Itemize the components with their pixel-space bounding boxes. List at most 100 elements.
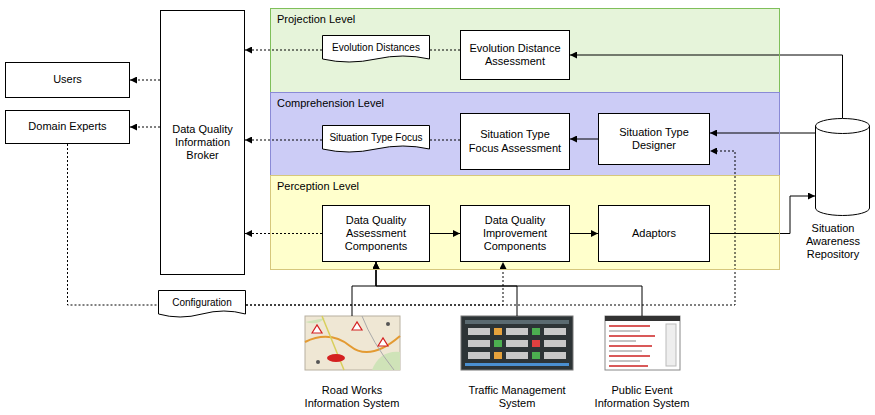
map-illustration [305, 316, 400, 370]
level-band: Perception LevelData Quality Assessment … [270, 175, 780, 270]
list-illustration [605, 316, 680, 370]
node-label: Situation Type Designer [603, 126, 705, 152]
list-line [609, 365, 648, 367]
screen-row [468, 328, 490, 335]
screen-row [494, 328, 502, 335]
connector [710, 133, 815, 134]
node-label: Situation Type Focus Assessment [465, 128, 565, 154]
node-label: Data Quality Information Broker [165, 123, 240, 163]
connector [245, 140, 322, 141]
process-box: Data Quality Improvement Components [460, 205, 570, 262]
document-outline-path [323, 36, 430, 63]
connector [352, 262, 376, 316]
process-box: Domain Experts [5, 110, 130, 144]
screen-row [468, 340, 490, 347]
connector [570, 139, 598, 140]
map-area [372, 352, 400, 370]
map-warning [352, 322, 362, 330]
list-line [609, 335, 655, 337]
screen-row [532, 352, 540, 359]
band-title: Projection Level [277, 13, 355, 26]
source-system: Public Event Information System [586, 316, 698, 410]
screen-illustration [461, 316, 573, 370]
screen-row [544, 340, 566, 347]
cylinder-rim [816, 126, 870, 133]
cylinder-body [816, 119, 870, 216]
level-band: Projection LevelEvolution Distances Evolu… [270, 8, 780, 93]
process-box: Data Quality Information Broker [160, 10, 245, 275]
list-line [609, 361, 640, 362]
band-fills [270, 8, 780, 270]
document-shape: Situation Type Focus [322, 125, 430, 155]
band-fill [270, 92, 780, 176]
list-line [609, 341, 636, 342]
node-label: Public Event Information System [590, 384, 694, 410]
process-box: Evolution Distance Assessment [460, 30, 570, 80]
database-cylinder: Situation Awareness Repository [795, 118, 871, 262]
screen-bar [465, 320, 569, 324]
node-label: Situation Type Focus [326, 132, 426, 144]
node-label: Road Works Information System [300, 384, 404, 410]
connector [245, 50, 322, 51]
screen-row [506, 352, 528, 359]
document-shape: Evolution Distances [322, 35, 430, 65]
list-header [605, 316, 680, 321]
connector [130, 80, 160, 81]
connector [68, 144, 159, 305]
node-label: Data Quality Assessment Components [327, 214, 425, 254]
node-label: Domain Experts [10, 120, 125, 133]
list-sidebar [666, 324, 676, 366]
process-box: Users [5, 62, 130, 98]
document-outline-path [323, 126, 430, 153]
list-line [609, 351, 642, 352]
list-line [609, 355, 650, 357]
map-town [386, 322, 390, 326]
cylinder-outline [815, 118, 870, 216]
screen-row [494, 352, 502, 359]
screen-row [468, 352, 490, 359]
connector [570, 233, 598, 234]
map-area [305, 318, 325, 323]
node-label: Users [10, 73, 125, 86]
document-outline-path [159, 291, 246, 318]
document-shape: Configuration [158, 290, 246, 320]
screen-bar [465, 363, 569, 366]
level-band: Comprehension LevelSituation Type Focus S… [270, 92, 780, 176]
band-title: Comprehension Level [277, 97, 384, 110]
map-road [322, 316, 344, 370]
node-label: Traffic Management System [465, 384, 569, 410]
band-fill [270, 8, 780, 93]
screen-row [506, 328, 528, 335]
list-line [609, 325, 650, 327]
connector [430, 50, 460, 51]
list-line [609, 345, 652, 347]
process-box: Situation Type Designer [598, 113, 710, 165]
node-label: Adaptors [603, 227, 705, 240]
connector [430, 233, 460, 234]
connector [245, 233, 322, 234]
list-line [609, 331, 640, 332]
screen-row [506, 340, 528, 347]
node-label: Data Quality Improvement Components [465, 214, 565, 254]
process-box: Adaptors [598, 205, 710, 262]
node-label: Configuration [162, 297, 242, 309]
map-warning [378, 338, 388, 346]
source-system: Road Works Information System [296, 316, 408, 410]
node-label: Situation Awareness Repository [795, 222, 871, 262]
connector [430, 140, 460, 141]
band-fill [270, 175, 780, 270]
map-marker [327, 354, 345, 362]
map-ground [305, 316, 400, 370]
connector [570, 55, 843, 118]
map-road [305, 336, 400, 352]
connector [130, 127, 160, 128]
screen-ground [461, 316, 573, 370]
connector [246, 262, 503, 305]
node-label: Evolution Distances [326, 42, 426, 54]
process-box: Data Quality Assessment Components [322, 205, 430, 262]
map-warning [312, 325, 322, 333]
connector [376, 262, 642, 316]
screen-row [532, 340, 540, 347]
